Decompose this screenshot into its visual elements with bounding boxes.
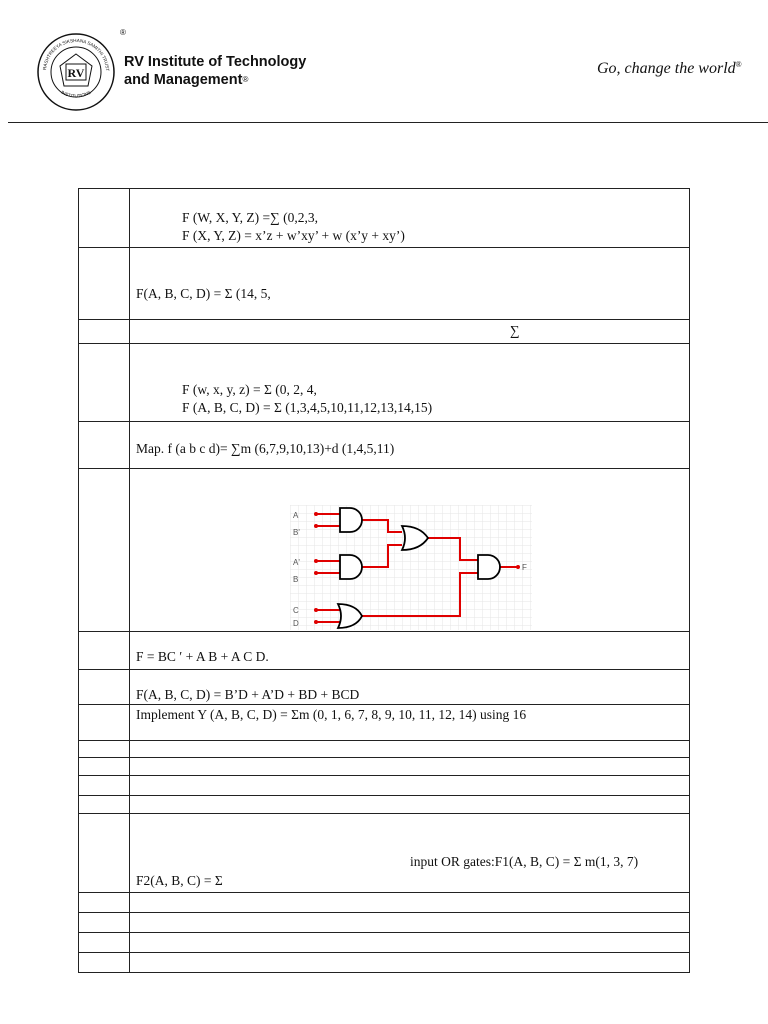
row-number-cell bbox=[78, 247, 130, 320]
input-terminals bbox=[314, 512, 520, 624]
registered-mark: ® bbox=[242, 75, 249, 84]
logic-circuit-diagram: A B' A' B C D F bbox=[290, 505, 532, 630]
content-cell: A B' A' B C D F bbox=[129, 468, 690, 632]
row-number-cell bbox=[78, 912, 130, 933]
table-row bbox=[78, 757, 690, 776]
row-number-cell bbox=[78, 775, 130, 796]
table-row: Map. f (a b c d)= ∑m (6,7,9,10,13)+d (1,… bbox=[78, 421, 690, 469]
table-row bbox=[78, 892, 690, 913]
content-cell: F (w, x, y, z) = Σ (0, 2, 4, F (A, B, C,… bbox=[129, 343, 690, 422]
question-text: F (W, X, Y, Z) =∑ (0,2,3, bbox=[182, 210, 318, 225]
tagline-registered-mark: ® bbox=[735, 60, 742, 69]
content-cell bbox=[129, 757, 690, 776]
tagline: Go, change the world® bbox=[597, 60, 742, 78]
question-text: F2(A, B, C) = Σ bbox=[136, 873, 223, 888]
row-number-cell bbox=[78, 343, 130, 422]
table-row bbox=[78, 932, 690, 953]
table-row: F (w, x, y, z) = Σ (0, 2, 4, F (A, B, C,… bbox=[78, 343, 690, 422]
question-text: F = BC ′ + A B + A C D. bbox=[136, 649, 269, 664]
sigma-symbol: ∑ bbox=[510, 323, 520, 338]
table-row bbox=[78, 740, 690, 758]
table-row bbox=[78, 795, 690, 814]
circuit-wires bbox=[316, 513, 518, 623]
and-gate-output bbox=[477, 554, 501, 580]
question-text: F(A, B, C, D) = B’D + A’D + BD + BCD bbox=[136, 687, 360, 702]
content-cell: ∑ bbox=[129, 319, 690, 344]
table-row: A B' A' B C D F bbox=[78, 468, 690, 632]
table-row bbox=[78, 912, 690, 933]
table-row: ∑ bbox=[78, 319, 690, 344]
content-cell bbox=[129, 795, 690, 814]
content-cell bbox=[129, 952, 690, 973]
row-number-cell bbox=[78, 892, 130, 913]
table-row bbox=[78, 952, 690, 973]
or-gate-2 bbox=[336, 603, 364, 629]
row-number-cell bbox=[78, 795, 130, 814]
input-label-b: B bbox=[293, 575, 298, 584]
and-gate-2 bbox=[339, 554, 363, 580]
row-number-cell bbox=[78, 468, 130, 632]
row-number-cell bbox=[78, 952, 130, 973]
input-label-c: C bbox=[293, 606, 299, 615]
output-label-f: F bbox=[522, 563, 527, 572]
row-number-cell bbox=[78, 813, 130, 893]
institution-logo: RASHTREEYA SIKSHANA SAMITHI TRUST INSTIT… bbox=[37, 33, 115, 111]
institution-name-line1: RV Institute of Technology bbox=[124, 54, 307, 70]
question-text: Implement Y (A, B, C, D) = Σm (0, 1, 6, … bbox=[136, 707, 527, 722]
input-label-a: A bbox=[293, 511, 299, 520]
row-number-cell bbox=[78, 319, 130, 344]
input-label-b-prime: B' bbox=[293, 528, 300, 537]
question-text: F(A, B, C, D) = Σ (14, 5, bbox=[136, 286, 271, 301]
or-gate-1 bbox=[400, 525, 430, 551]
institution-name: RV Institute of Technology and Managemen… bbox=[124, 53, 306, 89]
row-number-cell bbox=[78, 757, 130, 776]
header-divider bbox=[8, 122, 768, 123]
svg-text:INSTITUTIONS: INSTITUTIONS bbox=[60, 90, 91, 99]
table-row: Implement Y (A, B, C, D) = Σm (0, 1, 6, … bbox=[78, 704, 690, 741]
content-cell: Implement Y (A, B, C, D) = Σm (0, 1, 6, … bbox=[129, 704, 690, 741]
table-row bbox=[78, 775, 690, 796]
row-number-cell bbox=[78, 932, 130, 953]
tagline-text: Go, change the world bbox=[597, 60, 736, 77]
page-header: RASHTREEYA SIKSHANA SAMITHI TRUST INSTIT… bbox=[0, 0, 768, 124]
table-row: F (W, X, Y, Z) =∑ (0,2,3, F (X, Y, Z) = … bbox=[78, 188, 690, 248]
row-number-cell bbox=[78, 631, 130, 670]
table-row: F(A, B, C, D) = Σ (14, 5, bbox=[78, 247, 690, 320]
question-table: F (W, X, Y, Z) =∑ (0,2,3, F (X, Y, Z) = … bbox=[78, 188, 690, 973]
content-cell bbox=[129, 932, 690, 953]
question-text: F (A, B, C, D) = Σ (1,3,4,5,10,11,12,13,… bbox=[182, 400, 433, 415]
table-row: F(A, B, C, D) = B’D + A’D + BD + BCD bbox=[78, 669, 690, 705]
institution-name-line2: and Management bbox=[124, 72, 243, 88]
content-cell: F = BC ′ + A B + A C D. bbox=[129, 631, 690, 670]
input-label-a-prime: A' bbox=[293, 558, 300, 567]
question-text: F (w, x, y, z) = Σ (0, 2, 4, bbox=[182, 382, 317, 397]
row-number-cell bbox=[78, 669, 130, 705]
question-text: input OR gates:F1(A, B, C) = Σ m(1, 3, 7… bbox=[410, 854, 639, 869]
logo-registered-mark: ® bbox=[120, 28, 126, 37]
table-row: input OR gates:F1(A, B, C) = Σ m(1, 3, 7… bbox=[78, 813, 690, 893]
content-cell: F(A, B, C, D) = Σ (14, 5, bbox=[129, 247, 690, 320]
content-cell bbox=[129, 775, 690, 796]
content-cell bbox=[129, 892, 690, 913]
content-cell: F(A, B, C, D) = B’D + A’D + BD + BCD bbox=[129, 669, 690, 705]
row-number-cell bbox=[78, 704, 130, 741]
content-cell: input OR gates:F1(A, B, C) = Σ m(1, 3, 7… bbox=[129, 813, 690, 893]
content-cell bbox=[129, 740, 690, 758]
input-label-d: D bbox=[293, 619, 299, 628]
question-text: F (X, Y, Z) = x’z + w’xy’ + w (x’y + xy’… bbox=[182, 228, 405, 243]
and-gate-1 bbox=[339, 507, 363, 533]
row-number-cell bbox=[78, 740, 130, 758]
question-text: Map. f (a b c d)= ∑m (6,7,9,10,13)+d (1,… bbox=[136, 441, 395, 456]
content-cell: F (W, X, Y, Z) =∑ (0,2,3, F (X, Y, Z) = … bbox=[129, 188, 690, 248]
svg-text:RV: RV bbox=[68, 66, 85, 80]
table-row: F = BC ′ + A B + A C D. bbox=[78, 631, 690, 670]
content-cell: Map. f (a b c d)= ∑m (6,7,9,10,13)+d (1,… bbox=[129, 421, 690, 469]
row-number-cell bbox=[78, 421, 130, 469]
row-number-cell bbox=[78, 188, 130, 248]
content-cell bbox=[129, 912, 690, 933]
